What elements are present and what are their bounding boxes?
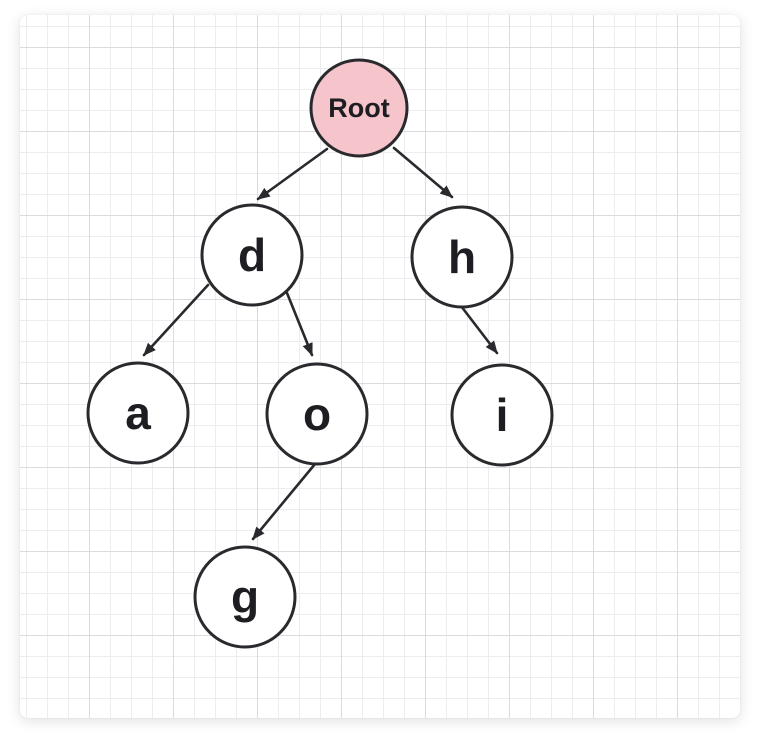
node-label-d: d [238, 229, 266, 281]
tree-diagram: Root d h a o i g [86, 58, 554, 649]
node-h[interactable]: h [410, 205, 514, 309]
node-circle-i[interactable] [450, 363, 554, 467]
node-g[interactable]: g [193, 545, 297, 649]
edge-root-h[interactable] [392, 146, 454, 199]
node-o[interactable]: o [265, 362, 369, 466]
node-d[interactable]: d [200, 203, 304, 307]
node-label-o: o [303, 388, 331, 440]
node-label-g: g [231, 571, 259, 623]
edge-o-g[interactable] [251, 462, 317, 541]
node-circle-root[interactable] [309, 58, 409, 158]
node-circle-h[interactable] [410, 205, 514, 309]
node-circle-g[interactable] [193, 545, 297, 649]
edge-h-i[interactable] [459, 304, 499, 355]
edge-root-d[interactable] [256, 147, 329, 201]
node-root[interactable]: Root [309, 58, 409, 158]
node-label-h: h [448, 231, 476, 283]
edge-d-a[interactable] [142, 283, 210, 357]
drawing-canvas[interactable]: Root d h a o i g [20, 15, 740, 718]
node-a[interactable]: a [86, 361, 190, 465]
node-label-a: a [125, 387, 151, 439]
node-label-i: i [496, 389, 509, 441]
node-circle-o[interactable] [265, 362, 369, 466]
node-i[interactable]: i [450, 363, 554, 467]
edge-d-o[interactable] [285, 291, 314, 357]
node-label-root: Root [328, 93, 389, 123]
node-circle-d[interactable] [200, 203, 304, 307]
node-circle-a[interactable] [86, 361, 190, 465]
